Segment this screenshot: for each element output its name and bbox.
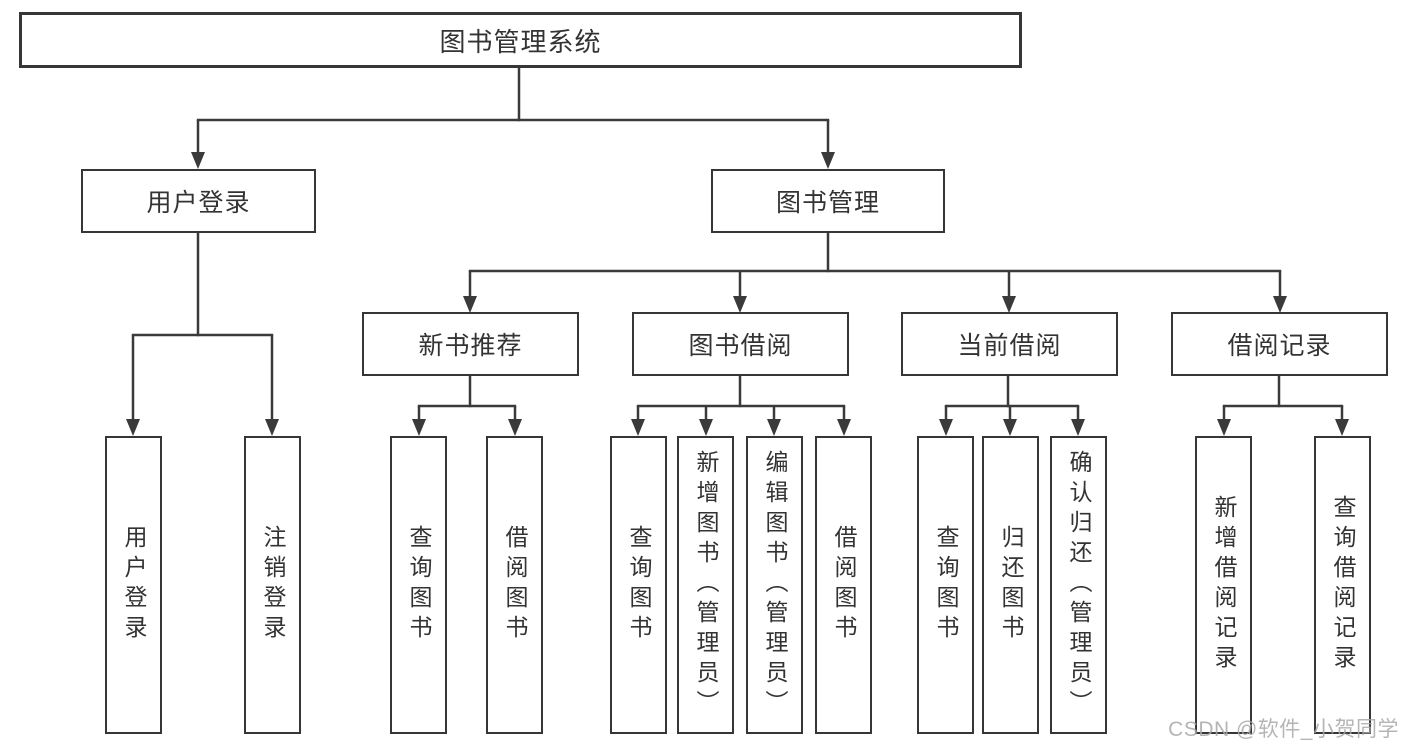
node-book-management: 图书管理 bbox=[711, 169, 945, 233]
leaf-logout-label: 注销登录 bbox=[260, 525, 286, 645]
leaf-rec-query-books: 查询图书 bbox=[390, 436, 447, 734]
leaf-records-add-record: 新增借阅记录 bbox=[1195, 436, 1252, 734]
leaf-borrow-borrow-books: 借阅图书 bbox=[815, 436, 872, 734]
node-current-borrow: 当前借阅 bbox=[901, 312, 1118, 376]
csdn-watermark: CSDN @软件_小贺同学 bbox=[1168, 718, 1399, 741]
node-borrow-records: 借阅记录 bbox=[1171, 312, 1388, 376]
leaf-current-confirm-return-admin: 确认归还（管理员） bbox=[1050, 436, 1107, 734]
leaf-borrow-add-books-admin: 新增图书（管理员） bbox=[677, 436, 734, 734]
node-book-borrow-label: 图书借阅 bbox=[688, 332, 793, 360]
leaf-current-confirm-return-admin-label: 确认归还（管理员） bbox=[1066, 450, 1092, 720]
leaf-borrow-add-books-admin-label: 新增图书（管理员） bbox=[693, 450, 719, 720]
leaf-borrow-edit-books-admin-label: 编辑图书（管理员） bbox=[762, 450, 788, 720]
node-user-login-label: 用户登录 bbox=[146, 189, 251, 217]
leaf-user-login: 用户登录 bbox=[105, 436, 162, 734]
leaf-borrow-query-books-label: 查询图书 bbox=[626, 525, 652, 645]
leaf-rec-query-books-label: 查询图书 bbox=[406, 525, 432, 645]
node-root-system-label: 图书管理系统 bbox=[439, 26, 602, 57]
leaf-current-return-books-label: 归还图书 bbox=[998, 525, 1024, 645]
leaf-borrow-edit-books-admin: 编辑图书（管理员） bbox=[746, 436, 803, 734]
leaf-user-login-label: 用户登录 bbox=[121, 525, 147, 645]
leaf-records-query-record-label: 查询借阅记录 bbox=[1330, 495, 1356, 675]
leaf-logout: 注销登录 bbox=[244, 436, 301, 734]
leaf-current-query-books-label: 查询图书 bbox=[933, 525, 959, 645]
node-book-borrow: 图书借阅 bbox=[632, 312, 849, 376]
node-borrow-records-label: 借阅记录 bbox=[1227, 332, 1332, 360]
leaf-borrow-query-books: 查询图书 bbox=[610, 436, 667, 734]
leaf-rec-borrow-books-label: 借阅图书 bbox=[502, 525, 528, 645]
leaf-borrow-borrow-books-label: 借阅图书 bbox=[831, 525, 857, 645]
node-current-borrow-label: 当前借阅 bbox=[957, 332, 1062, 360]
node-new-book-recommend-label: 新书推荐 bbox=[418, 332, 523, 360]
leaf-rec-borrow-books: 借阅图书 bbox=[486, 436, 543, 734]
leaf-current-query-books: 查询图书 bbox=[917, 436, 974, 734]
leaf-records-add-record-label: 新增借阅记录 bbox=[1211, 495, 1237, 675]
node-user-login: 用户登录 bbox=[81, 169, 316, 233]
leaf-records-query-record: 查询借阅记录 bbox=[1314, 436, 1371, 734]
node-book-management-label: 图书管理 bbox=[775, 189, 880, 217]
leaf-current-return-books: 归还图书 bbox=[982, 436, 1039, 734]
node-new-book-recommend: 新书推荐 bbox=[362, 312, 579, 376]
node-root-system: 图书管理系统 bbox=[19, 12, 1022, 68]
